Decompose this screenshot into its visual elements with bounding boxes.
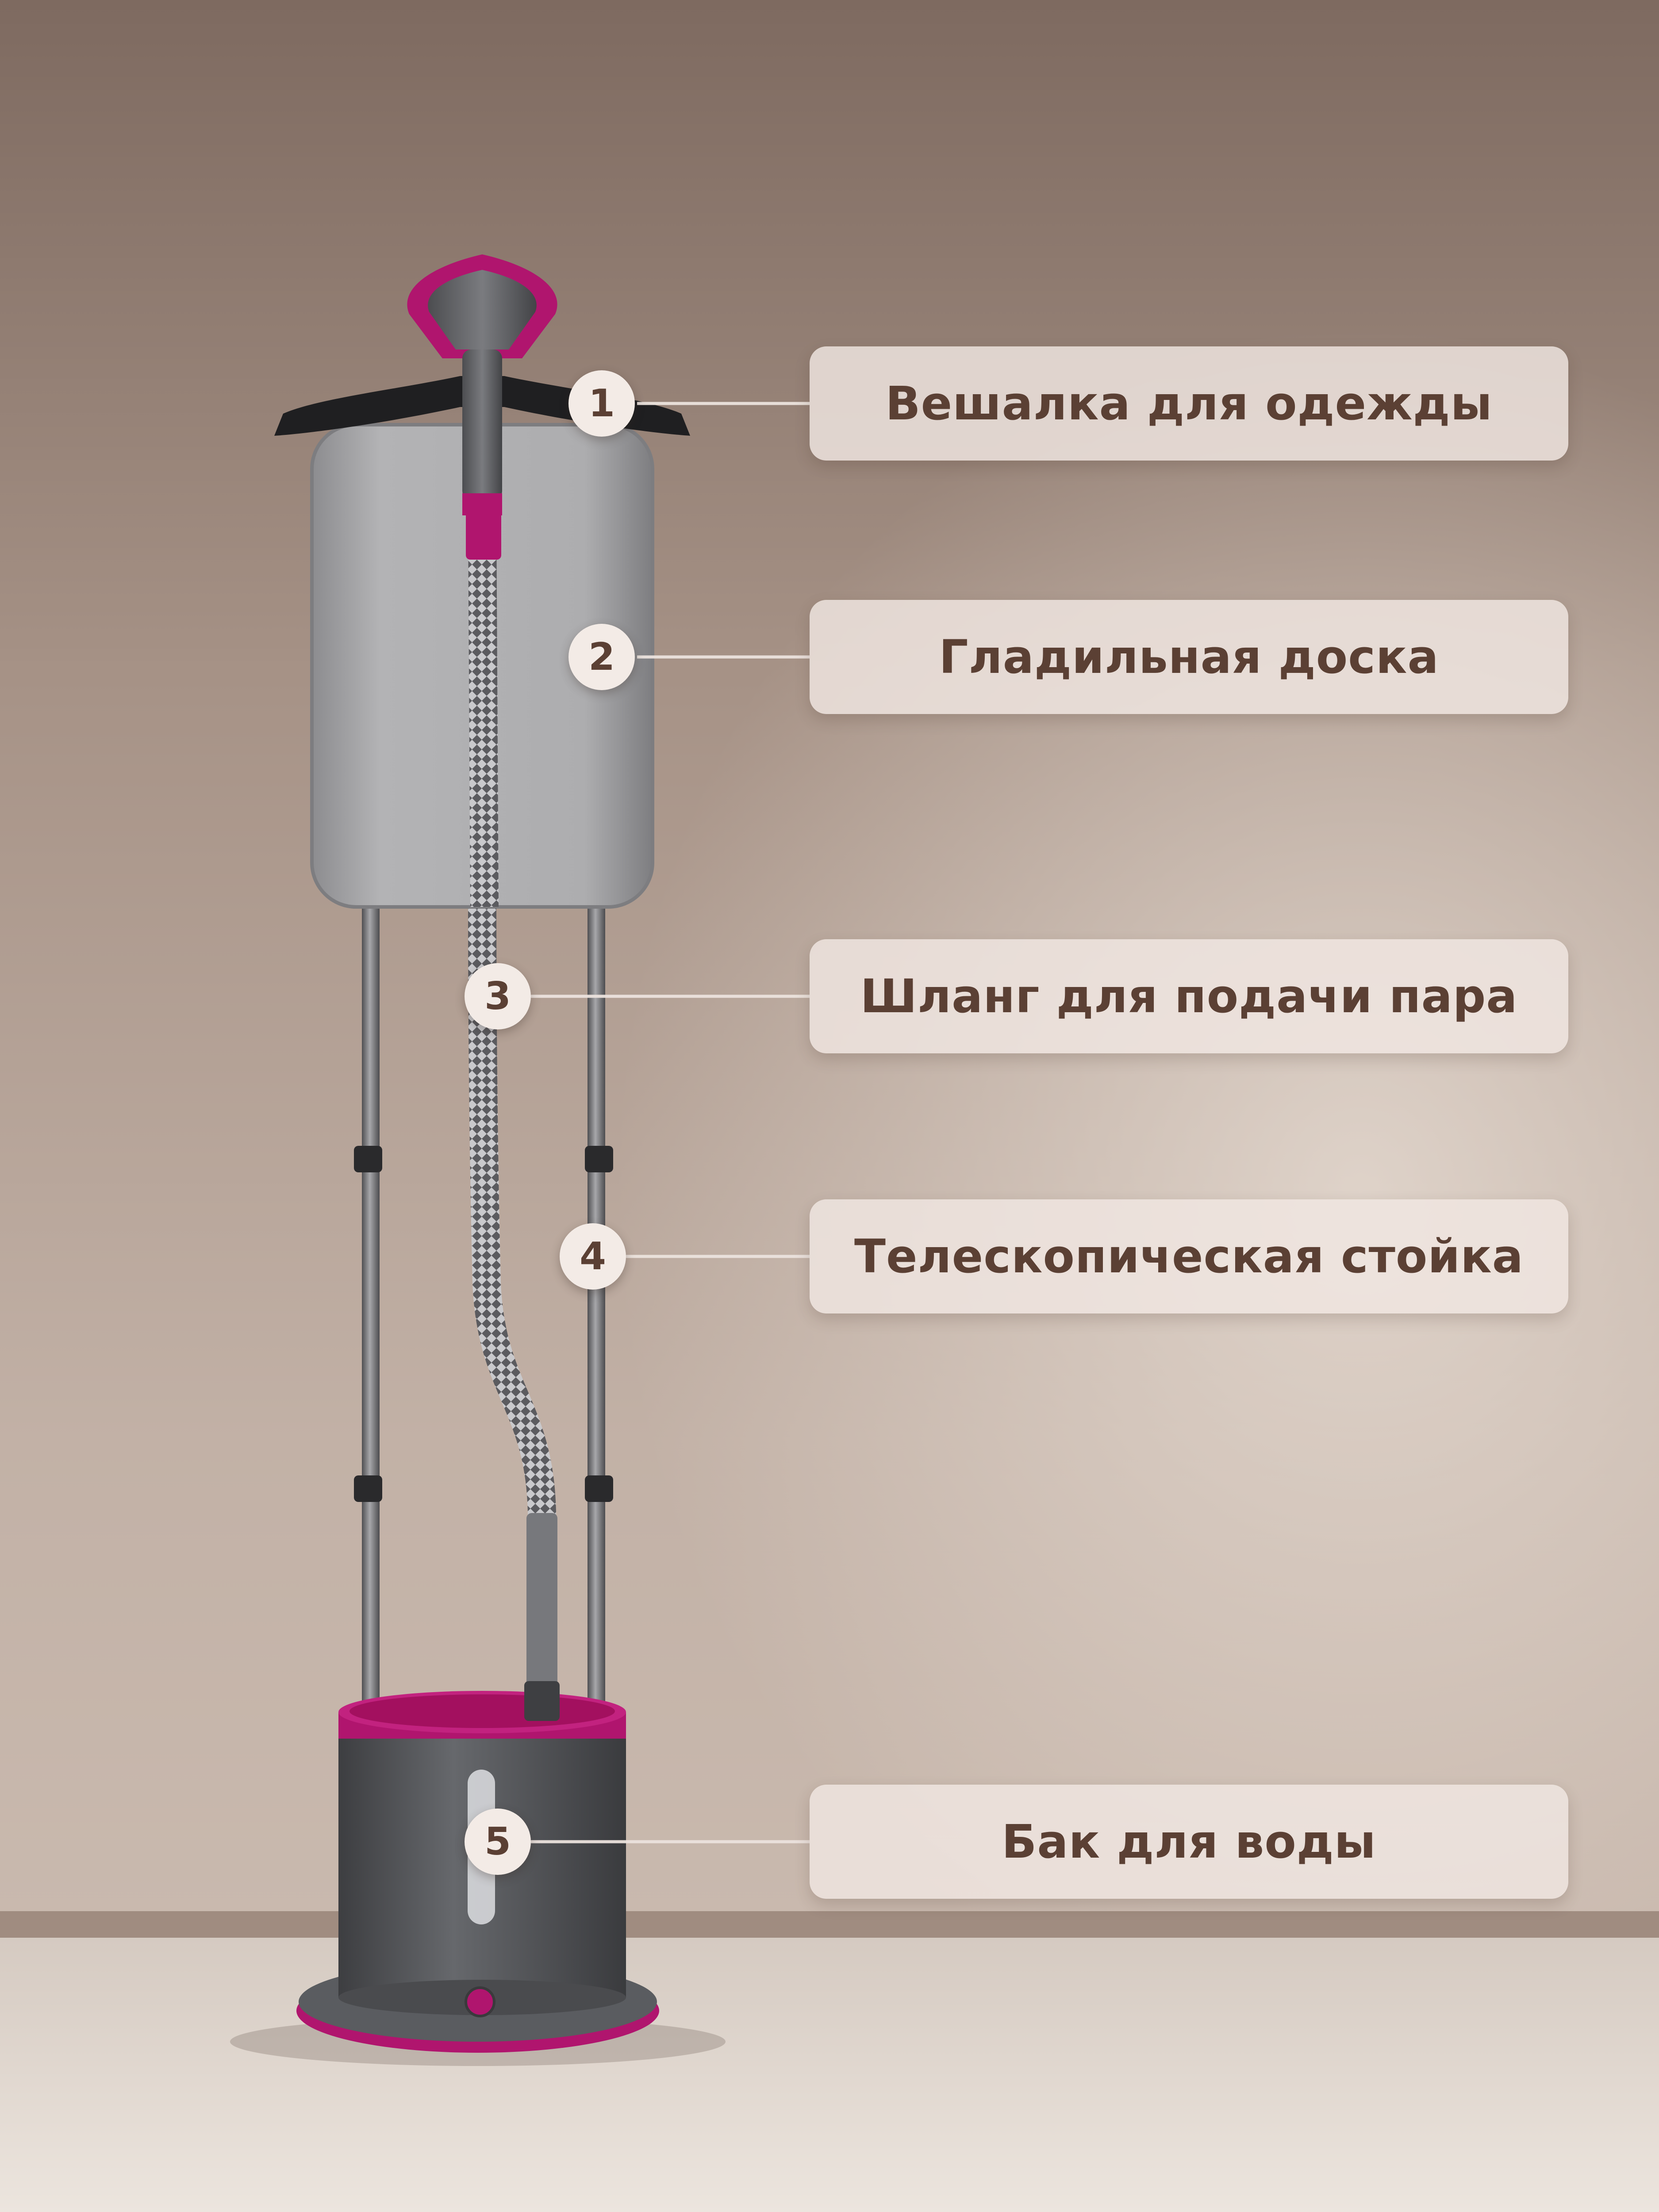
power-button bbox=[465, 1986, 495, 2017]
callout-label: Гладильная доска bbox=[939, 630, 1439, 684]
callout-telescopic-stand: Телескопическая стойка bbox=[810, 1199, 1568, 1313]
callout-steam-hose: Шланг для подачи пара bbox=[810, 939, 1568, 1053]
floor bbox=[0, 1938, 1659, 2212]
marker-3: 3 bbox=[465, 963, 531, 1029]
callout-label: Бак для воды bbox=[1002, 1815, 1376, 1869]
right-clip-upper bbox=[585, 1146, 613, 1172]
callout-water-tank: Бак для воды bbox=[810, 1785, 1568, 1899]
callout-ironing-board: Гладильная доска bbox=[810, 600, 1568, 714]
marker-2-number: 2 bbox=[588, 635, 615, 679]
marker-5-number: 5 bbox=[484, 1820, 511, 1864]
hose-connector bbox=[524, 1681, 560, 1721]
left-clip-lower bbox=[354, 1475, 382, 1502]
leader-lines bbox=[531, 402, 810, 1843]
marker-5: 5 bbox=[465, 1809, 531, 1875]
hose-collar bbox=[466, 509, 501, 560]
left-pole bbox=[362, 889, 380, 1721]
callout-label: Шланг для подачи пара bbox=[860, 969, 1518, 1023]
marker-4: 4 bbox=[560, 1223, 626, 1290]
right-clip-lower bbox=[585, 1475, 613, 1502]
left-clip-upper bbox=[354, 1146, 382, 1172]
marker-1: 1 bbox=[568, 370, 635, 437]
telescopic-stand bbox=[354, 889, 613, 1721]
steam-head bbox=[407, 254, 557, 515]
marker-3-number: 3 bbox=[484, 974, 511, 1018]
baseboard bbox=[0, 1911, 1659, 1938]
marker-2: 2 bbox=[568, 624, 635, 690]
callout-label: Телескопическая стойка bbox=[854, 1229, 1524, 1283]
callout-garment-hanger: Вешалка для одежды bbox=[810, 346, 1568, 461]
hose-coil bbox=[526, 1513, 557, 1699]
tank-top-inner bbox=[349, 1694, 615, 1728]
right-pole bbox=[588, 889, 605, 1721]
marker-4-number: 4 bbox=[580, 1234, 606, 1279]
water-tank bbox=[296, 1691, 659, 2053]
callout-label: Вешалка для одежды bbox=[885, 376, 1493, 430]
marker-1-number: 1 bbox=[588, 381, 615, 426]
